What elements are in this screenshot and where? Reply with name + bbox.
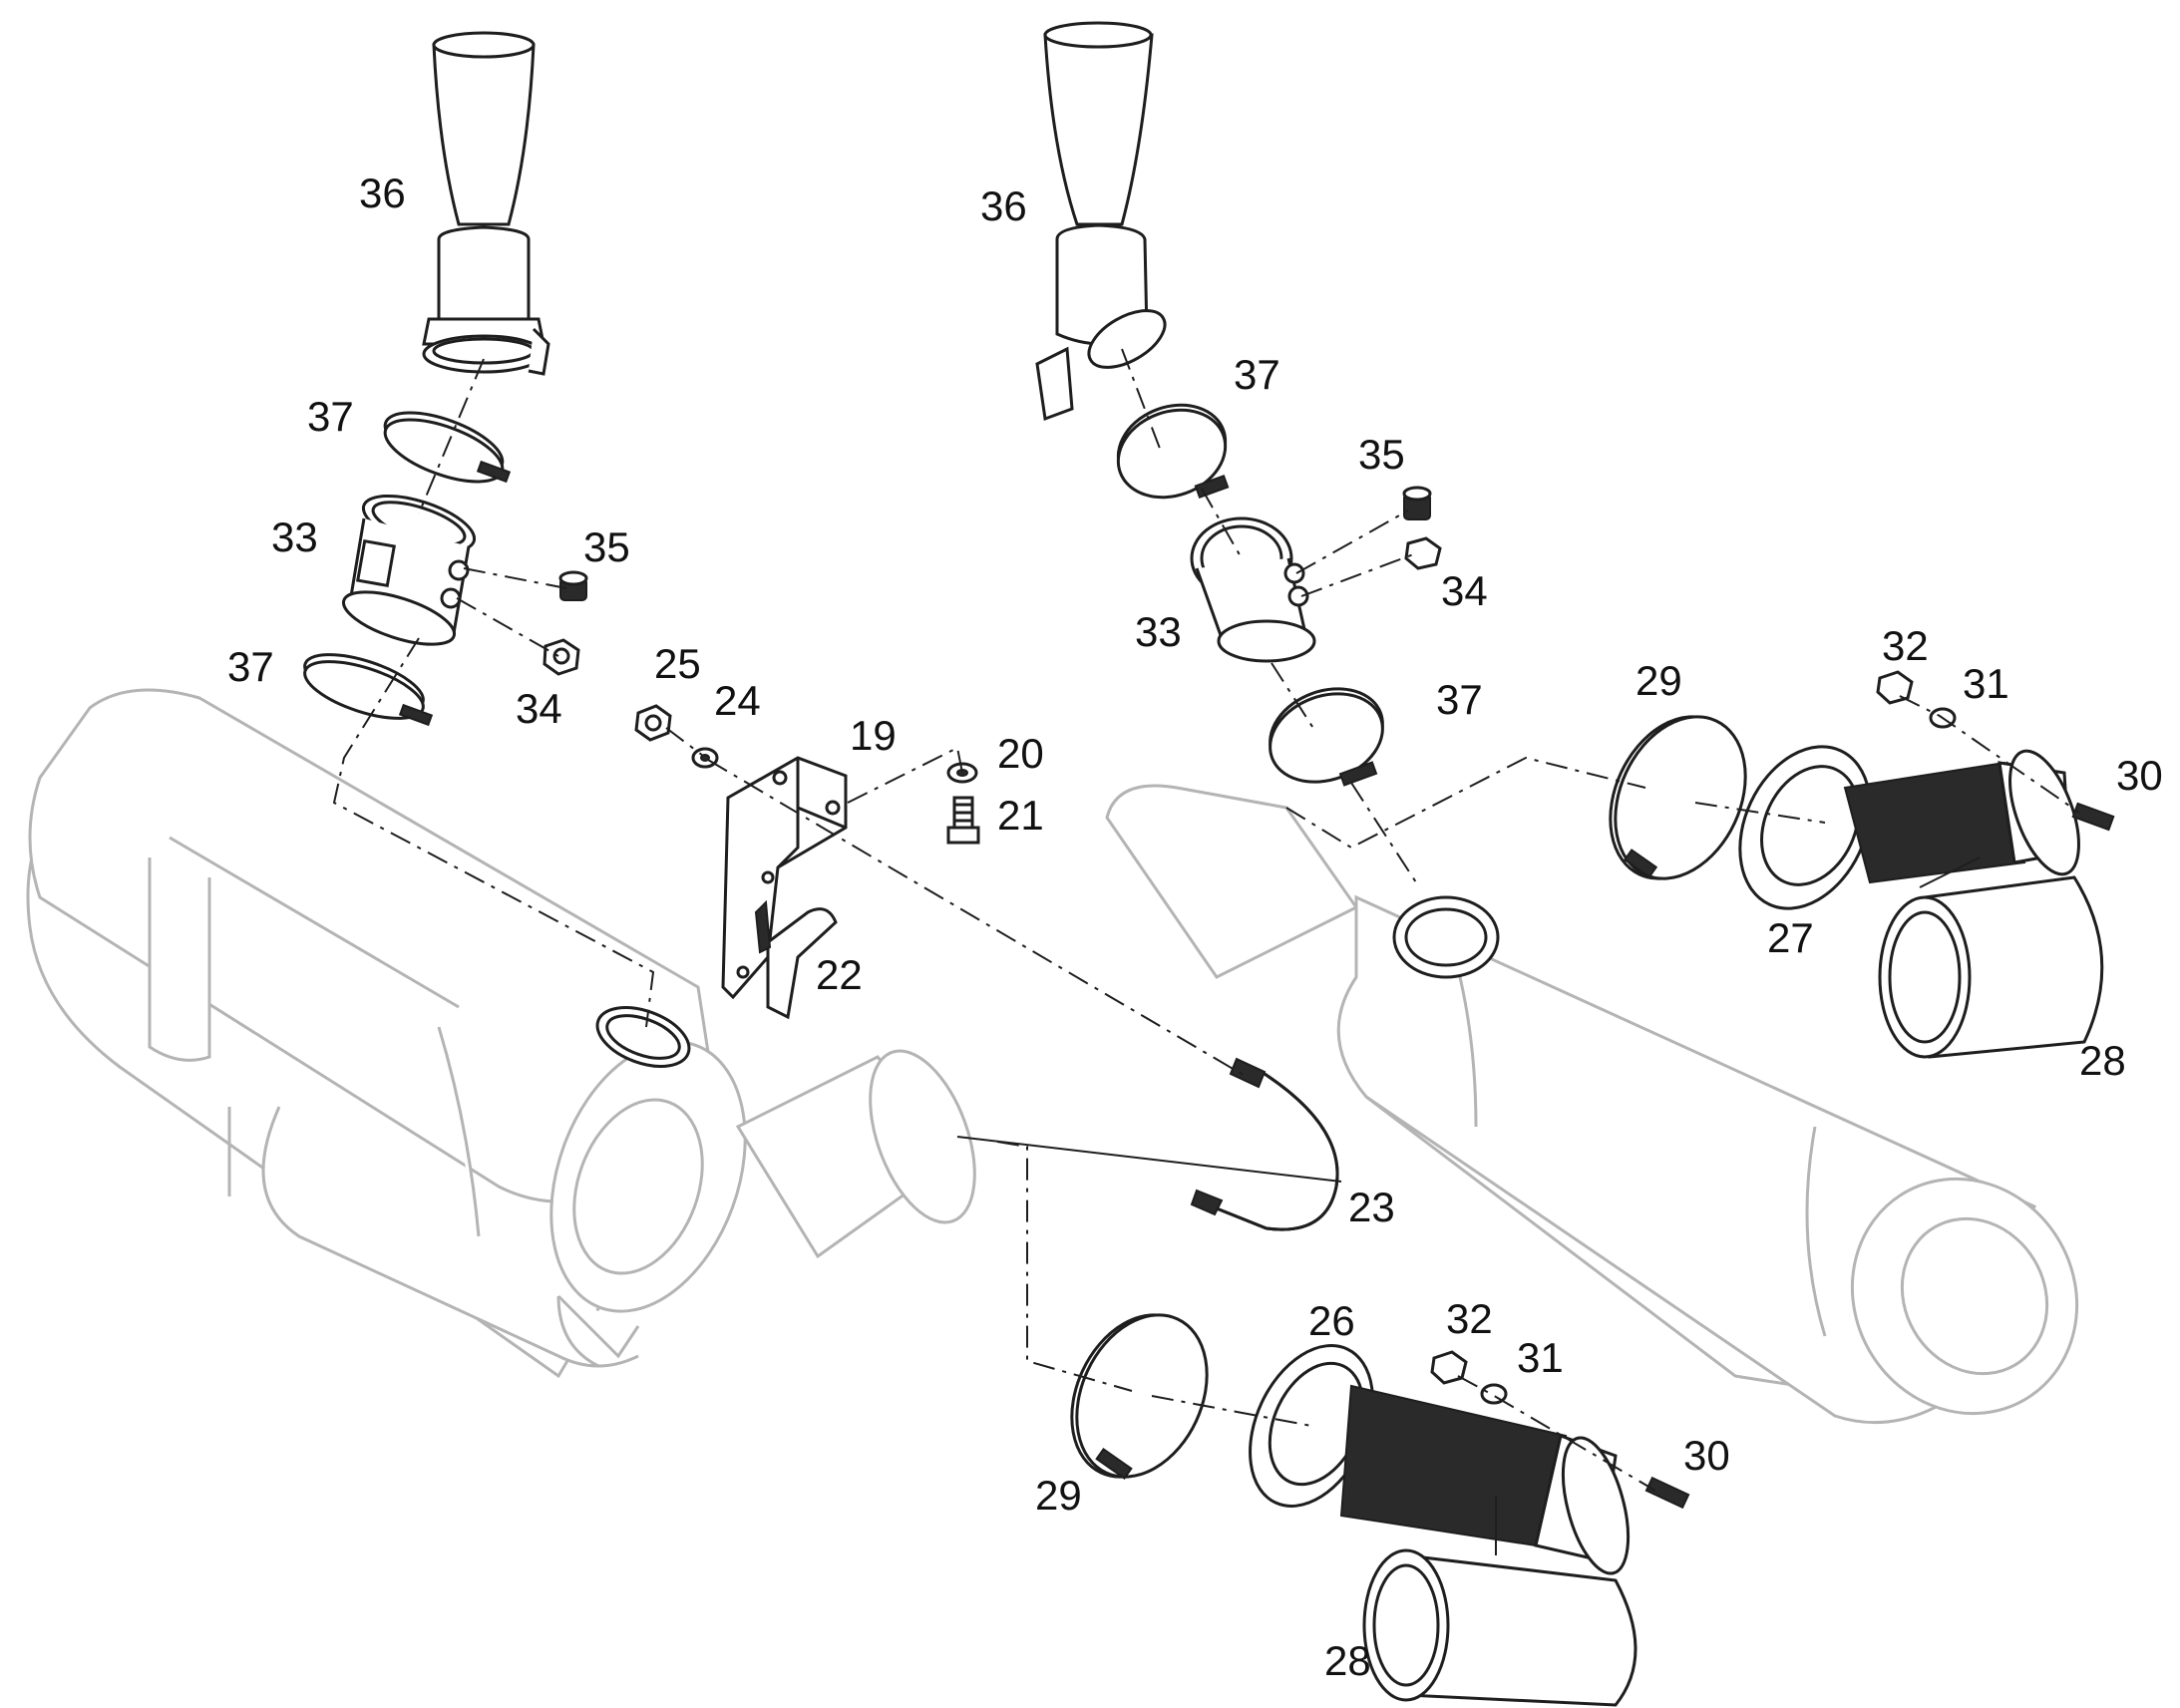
clamp-29-right — [1609, 715, 1747, 880]
callout-34-left: 34 — [516, 685, 562, 732]
bolt-30-lower — [1644, 1476, 1690, 1510]
callout-35-left: 35 — [583, 523, 630, 570]
callout-28-right: 28 — [2079, 1037, 2126, 1084]
callout-37-left-lower: 37 — [227, 643, 274, 690]
callout-31-lower: 31 — [1517, 1334, 1564, 1381]
callout-23: 23 — [1348, 1184, 1395, 1230]
nut-34-left — [543, 638, 580, 676]
callout-33-right: 33 — [1135, 608, 1182, 655]
callout-36-right: 36 — [980, 182, 1027, 229]
callout-21: 21 — [997, 792, 1044, 839]
callout-34-right: 34 — [1441, 567, 1488, 614]
callout-33-left: 33 — [271, 513, 318, 560]
callout-35-right: 35 — [1358, 431, 1405, 478]
nut-25 — [634, 704, 672, 742]
washer-20 — [946, 762, 978, 784]
right-muffler-inlet-ring — [1392, 895, 1500, 979]
adapter-33-right — [1190, 516, 1316, 663]
callout-25: 25 — [654, 640, 701, 687]
bolt-30-right — [2071, 802, 2115, 832]
callout-36-left: 36 — [359, 170, 406, 216]
callout-37-left-upper: 37 — [307, 393, 354, 440]
flex-pipe-26-lower — [1249, 1344, 1631, 1575]
intake-cone-right — [1035, 21, 1167, 422]
callout-30-right: 30 — [2116, 752, 2163, 799]
leader-lines — [332, 348, 2080, 1555]
callout-19: 19 — [850, 712, 897, 759]
plug-35-left — [558, 570, 588, 601]
callout-29-lower: 29 — [1035, 1472, 1082, 1519]
callout-28-lower: 28 — [1324, 1637, 1371, 1684]
clip-22 — [754, 899, 838, 1020]
left-muffler-ghost — [26, 688, 976, 1379]
callout-labels: 36 36 37 37 37 37 33 33 35 35 34 34 25 2… — [227, 170, 2163, 1684]
nut-32-right — [1876, 670, 1914, 705]
clamp-37-left-lower — [303, 653, 434, 727]
intake-cone-left — [422, 31, 550, 376]
nut-34-right — [1404, 536, 1442, 570]
callout-22: 22 — [816, 951, 863, 998]
callout-32-lower: 32 — [1446, 1295, 1493, 1342]
right-muffler-ghost — [1105, 784, 2079, 1425]
clamp-37-left-upper — [383, 411, 512, 484]
callout-37-right-upper: 37 — [1234, 351, 1280, 398]
callout-31-right: 31 — [1963, 660, 2009, 707]
callout-27: 27 — [1767, 914, 1814, 961]
callout-30-lower: 30 — [1683, 1432, 1730, 1479]
callout-29-right: 29 — [1635, 657, 1682, 704]
heat-shield-28-right — [1878, 875, 2104, 1059]
bolt-21 — [946, 796, 980, 845]
left-muffler-inlet-ring — [595, 1006, 691, 1068]
clamp-37-right-upper — [1116, 403, 1230, 500]
callout-20: 20 — [997, 730, 1044, 777]
heat-shield-28-lower — [1362, 1548, 1637, 1707]
flex-pipe-27-right — [1738, 745, 2080, 910]
callout-26: 26 — [1308, 1297, 1355, 1344]
clamp-29-lower — [1070, 1313, 1209, 1481]
u-bolt-23 — [1190, 1057, 1339, 1231]
bracket-19 — [721, 756, 848, 1000]
callout-37-right-lower: 37 — [1436, 676, 1483, 723]
clamp-37-right-lower — [1269, 687, 1384, 787]
callout-24: 24 — [714, 677, 761, 724]
plug-35-right — [1402, 486, 1432, 520]
callout-32-right: 32 — [1882, 622, 1929, 669]
adapter-33-left — [341, 494, 477, 646]
